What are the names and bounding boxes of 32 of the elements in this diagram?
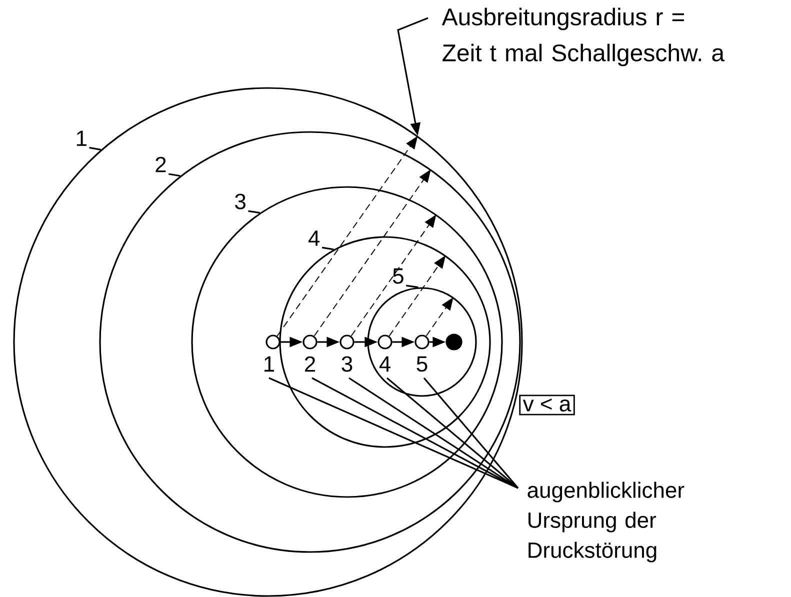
wave-circle: [99, 131, 521, 553]
source-point: [378, 334, 392, 350]
point-number: 5: [416, 356, 428, 372]
leader-line: [423, 377, 519, 489]
source-point: [302, 334, 318, 350]
circle-number: 4: [308, 230, 320, 246]
leader-line: [168, 173, 180, 177]
leader-line: [248, 210, 260, 214]
point-number: 4: [379, 356, 390, 372]
leader-line: [312, 377, 518, 489]
point-number: 2: [305, 356, 316, 372]
callout-text: Ausbreitungsradius r = Zeit t mal Schallgeschw. a: [442, 8, 725, 66]
source-point: [266, 334, 280, 350]
circle-number: 5: [392, 268, 404, 284]
circle-number: 2: [156, 156, 166, 172]
circle-number: 3: [235, 194, 246, 210]
wave-circle: [13, 87, 523, 597]
annotation-text: augenblicklicher Ursprung der Druckstörung: [528, 482, 684, 562]
leader-line: [89, 146, 101, 150]
point-number: 3: [342, 356, 352, 372]
leader-line: [406, 284, 418, 288]
condition-box: v < a: [519, 394, 575, 416]
point-number: 1: [264, 356, 274, 372]
leader-line: [268, 377, 518, 489]
circle-number: 1: [76, 130, 86, 146]
leader-line: [322, 246, 334, 250]
wave-circle: [367, 287, 477, 397]
source-point: [414, 334, 430, 350]
wave-circle: [191, 186, 503, 498]
source-point: [340, 334, 354, 350]
leader-line: [348, 377, 518, 489]
leader-line: [386, 377, 519, 489]
